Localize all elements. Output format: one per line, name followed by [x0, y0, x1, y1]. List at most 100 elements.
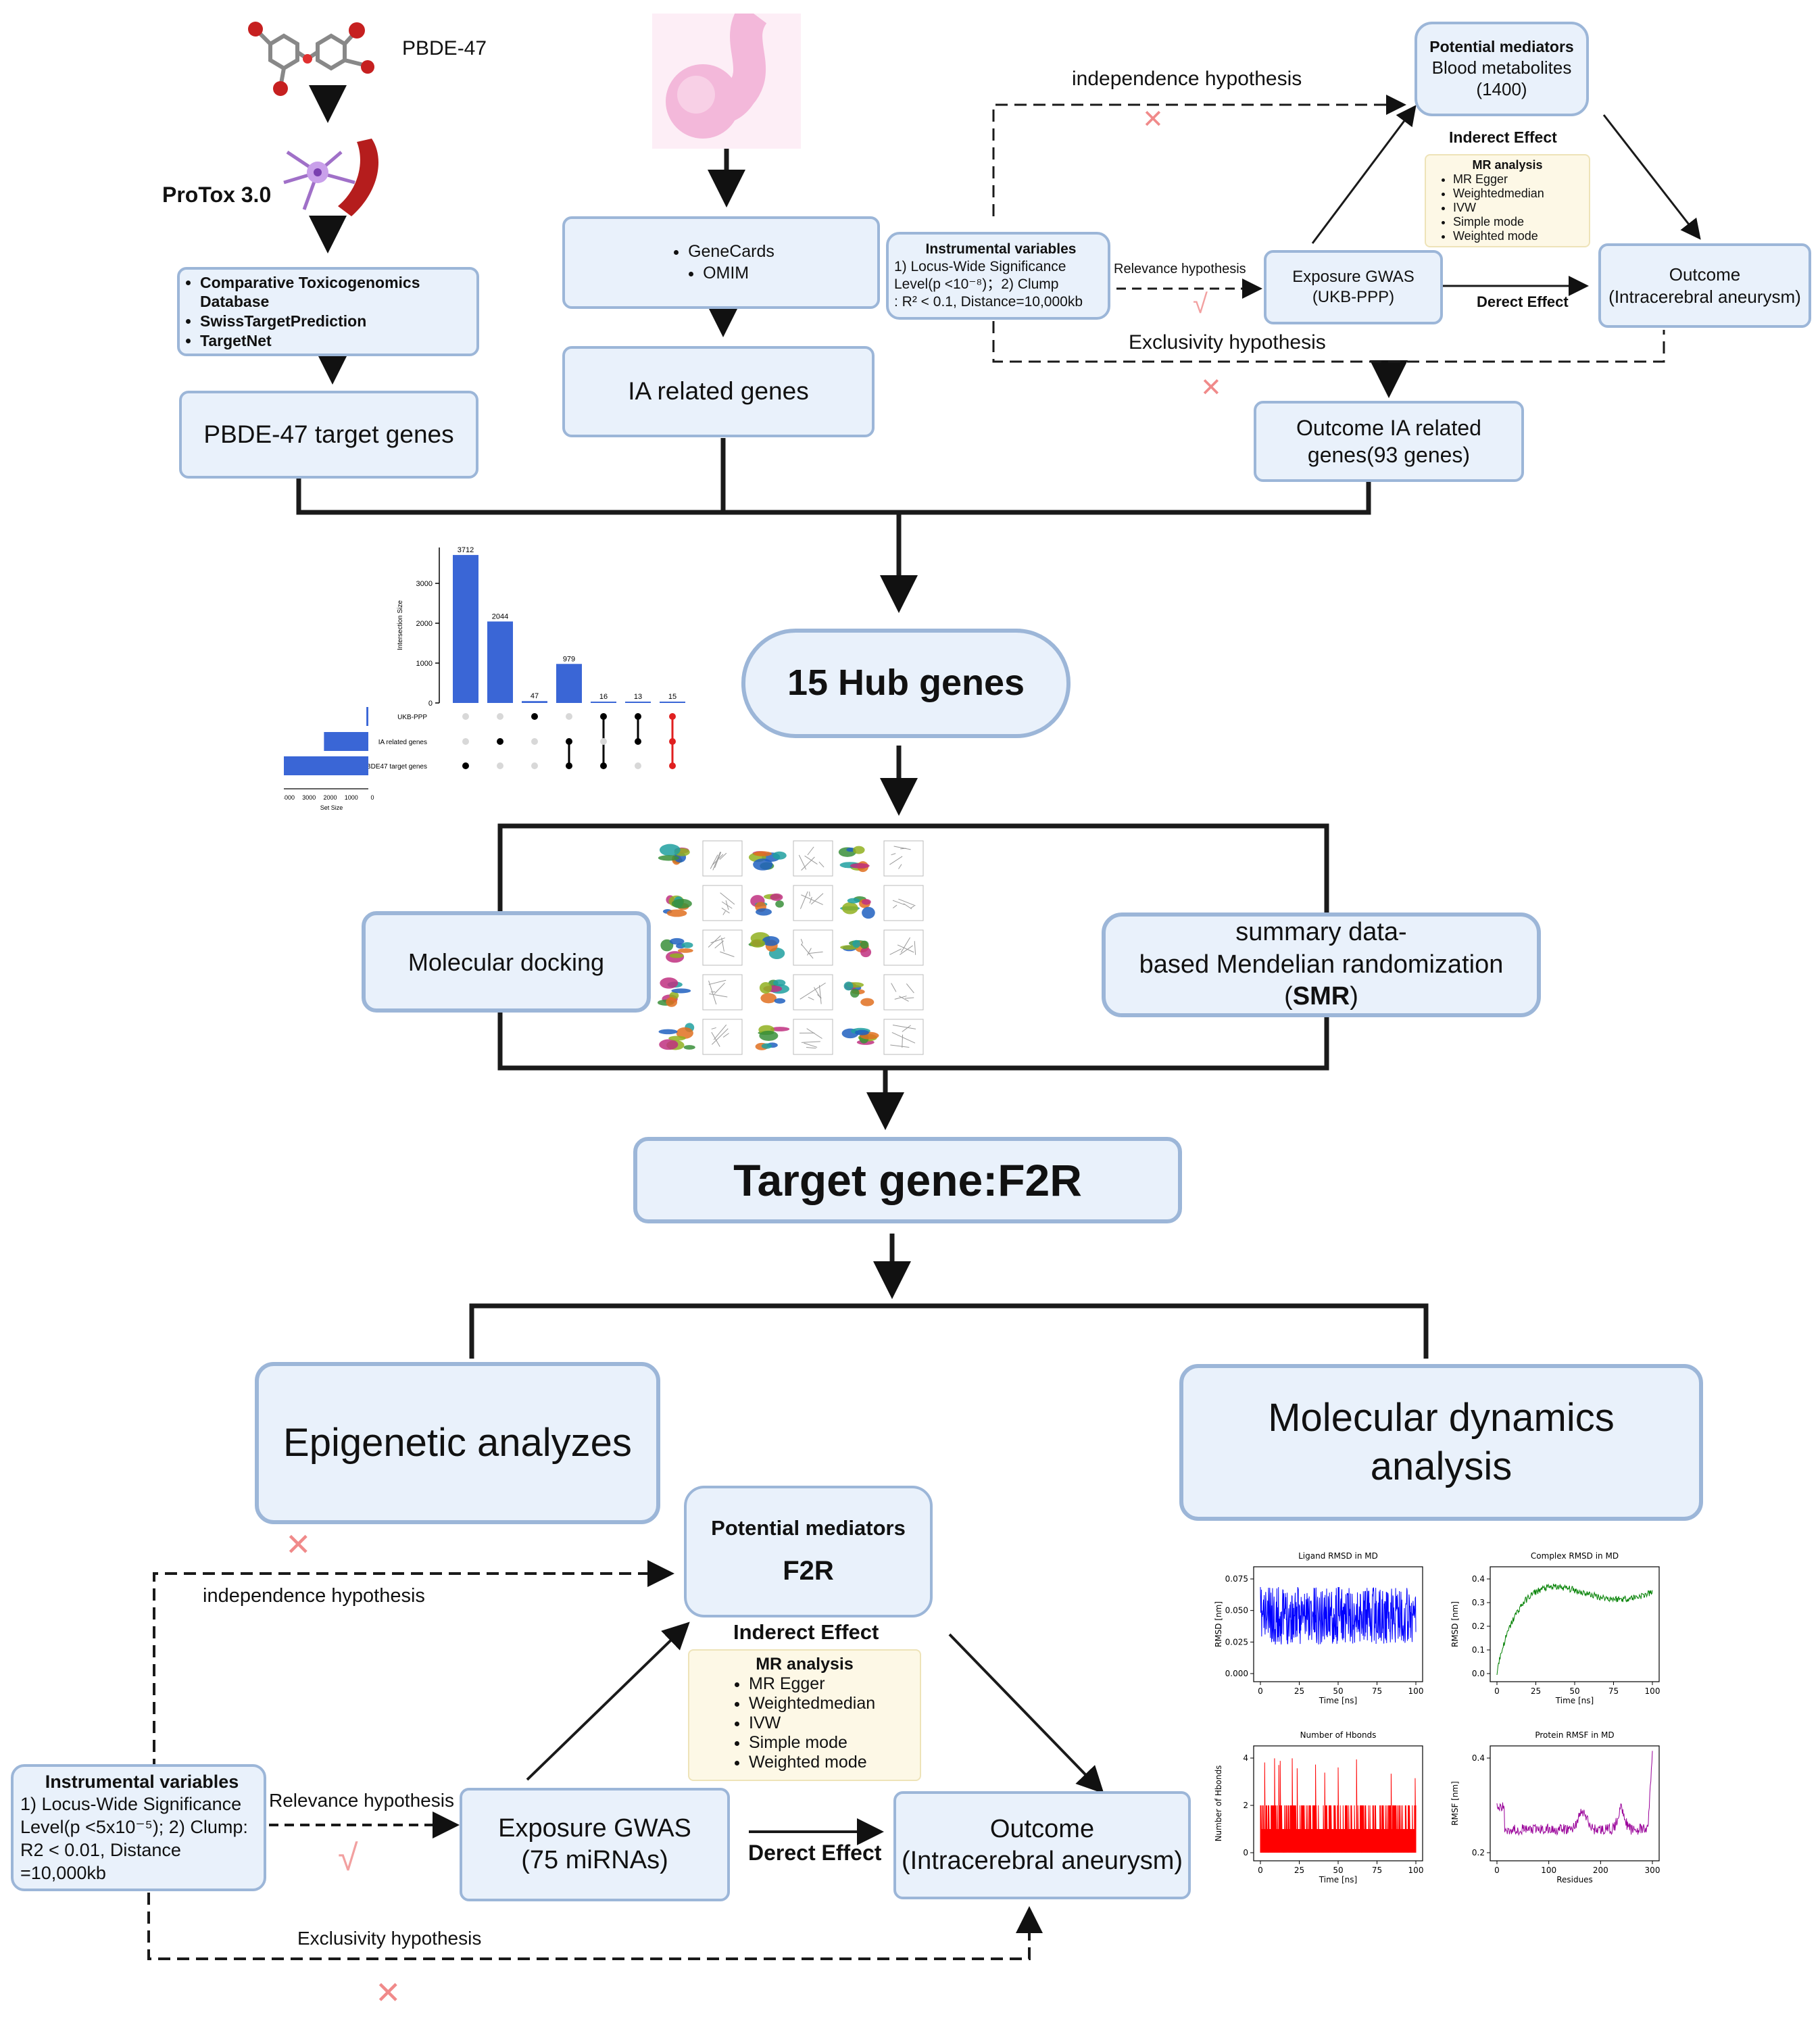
neuron-vessel-icon [277, 132, 392, 226]
bond-line [914, 941, 916, 955]
plot-frame [1490, 1745, 1660, 1861]
bond-line [898, 996, 909, 1002]
matrix-dot [462, 713, 469, 720]
database-genecards: GeneCards [688, 241, 774, 262]
data-label: 16 [599, 693, 608, 701]
docking-thumbnail [841, 1027, 879, 1045]
iv-line: R2 < 0.01, Distance [20, 1839, 181, 1860]
bar [591, 702, 616, 703]
data-label: 3712 [458, 546, 474, 554]
docking-thumbnail [657, 977, 691, 1007]
hub-genes-box: 15 Hub genes [741, 629, 1071, 738]
bar [625, 702, 651, 703]
hub-genes-label: 15 Hub genes [787, 662, 1025, 704]
x-tick-label: 300 [1645, 1866, 1661, 1875]
docking-images-grid [656, 838, 929, 1061]
pbde47-target-genes-box: PBDE-47 target genes [179, 391, 478, 479]
direct-effect-label: Derect Effect [748, 1841, 882, 1865]
interaction-panel [883, 840, 924, 877]
database-omim: OMIM [703, 263, 774, 284]
x-tick-label: 200 [1593, 1866, 1608, 1875]
instrumental-variables-box: Instrumental variables 1) Locus-Wide Sig… [11, 1764, 266, 1891]
mr-method: Weighted mode [749, 1753, 920, 1772]
protein-ribbon [850, 863, 870, 869]
target-gene-label: Target gene:F2R [733, 1154, 1082, 1205]
y-tick-label: 0.2 [1472, 1848, 1485, 1857]
target-gene-box: Target gene:F2R [633, 1137, 1182, 1223]
bond-line [806, 1028, 822, 1039]
mediators-title: Potential mediators [711, 1516, 906, 1540]
bond-line [710, 938, 725, 944]
bond-line [818, 985, 822, 1004]
bar [522, 701, 547, 703]
smr-line1: summary data- [1235, 918, 1407, 947]
bond-line [711, 1027, 716, 1029]
y-tick-label: 2 [1243, 1801, 1248, 1810]
protein-ribbon [860, 998, 875, 1006]
epigenetic-box: Epigenetic analyzes [255, 1362, 660, 1524]
set-tick-label: 2000 [323, 794, 337, 801]
set-label: UKB-PPP [397, 714, 427, 721]
aneurysm-icon [652, 3, 801, 149]
protein-ribbon [666, 997, 678, 1007]
data-label: 47 [531, 692, 539, 700]
docking-thumbnail [702, 840, 743, 877]
set-size-bar [284, 756, 368, 775]
outcome-title: Outcome [1669, 264, 1741, 285]
interaction-panel [793, 929, 833, 966]
matrix-dot [600, 738, 607, 745]
cross-icon: ✕ [285, 1527, 312, 1562]
plot-title: Number of Hbonds [1300, 1730, 1377, 1740]
x-tick-label: 100 [1541, 1866, 1556, 1875]
iv-line: =10,000kb [20, 1862, 106, 1883]
bond-line [708, 980, 717, 1005]
protein-ribbon [659, 1039, 679, 1050]
docking-thumbnail [883, 929, 924, 966]
exclusivity-hypothesis-label: Exclusivity hypothesis [297, 1928, 482, 1949]
protein-ribbon [762, 936, 780, 946]
indirect-effect-label: Inderect Effect [1449, 128, 1557, 146]
cross-icon: ✕ [1200, 374, 1222, 402]
mr-method: IVW [749, 1713, 920, 1733]
x-tick-label: 75 [1372, 1866, 1382, 1875]
bond-line [807, 948, 812, 956]
bond-line [818, 861, 825, 868]
direct-effect-label: Derect Effect [1477, 293, 1569, 310]
protein-ribbon [759, 981, 772, 994]
docking-thumbnail [840, 940, 872, 958]
matrix-dot [669, 738, 676, 745]
pbde47-label: PBDE-47 [402, 37, 487, 59]
docking-thumbnail [662, 895, 692, 917]
y-tick-label: 4 [1243, 1753, 1248, 1763]
interaction-panel [883, 885, 924, 921]
relevance-hypothesis-label: Relevance hypothesis [269, 1790, 454, 1811]
relevance-hypothesis-label: Relevance hypothesis [1114, 262, 1246, 276]
set-tick-label: 3000 [302, 794, 316, 801]
bond-line [810, 893, 824, 905]
iv-line: Level(p <5x10⁻⁵); 2) Clump: [20, 1817, 248, 1838]
y-axis-label: RMSF [nm] [1450, 1781, 1460, 1826]
x-tick-label: 0 [1494, 1866, 1500, 1875]
bond-line [714, 852, 722, 869]
check-icon: √ [1193, 289, 1208, 319]
y-tick-label: 1000 [416, 660, 433, 668]
x-tick-label: 25 [1531, 1686, 1541, 1696]
mr-analysis-title: MR analysis [756, 1655, 854, 1674]
x-tick-label: 0 [1258, 1866, 1263, 1875]
bond-line [892, 1025, 916, 1029]
matrix-dot [566, 713, 572, 720]
bond-line [714, 982, 725, 994]
exclusivity-hypothesis-label: Exclusivity hypothesis [1129, 331, 1326, 354]
exposure-sub: (UKB-PPP) [1312, 288, 1395, 306]
mr-method: Weightedmedian [749, 1694, 920, 1713]
docking-thumbnail [755, 1025, 790, 1050]
matrix-dot [497, 713, 503, 720]
bar [453, 555, 478, 703]
protein-ribbon [860, 947, 872, 958]
docking-thumbnail [748, 851, 787, 871]
bond-line [711, 1028, 729, 1045]
docking-thumbnail [883, 974, 924, 1010]
